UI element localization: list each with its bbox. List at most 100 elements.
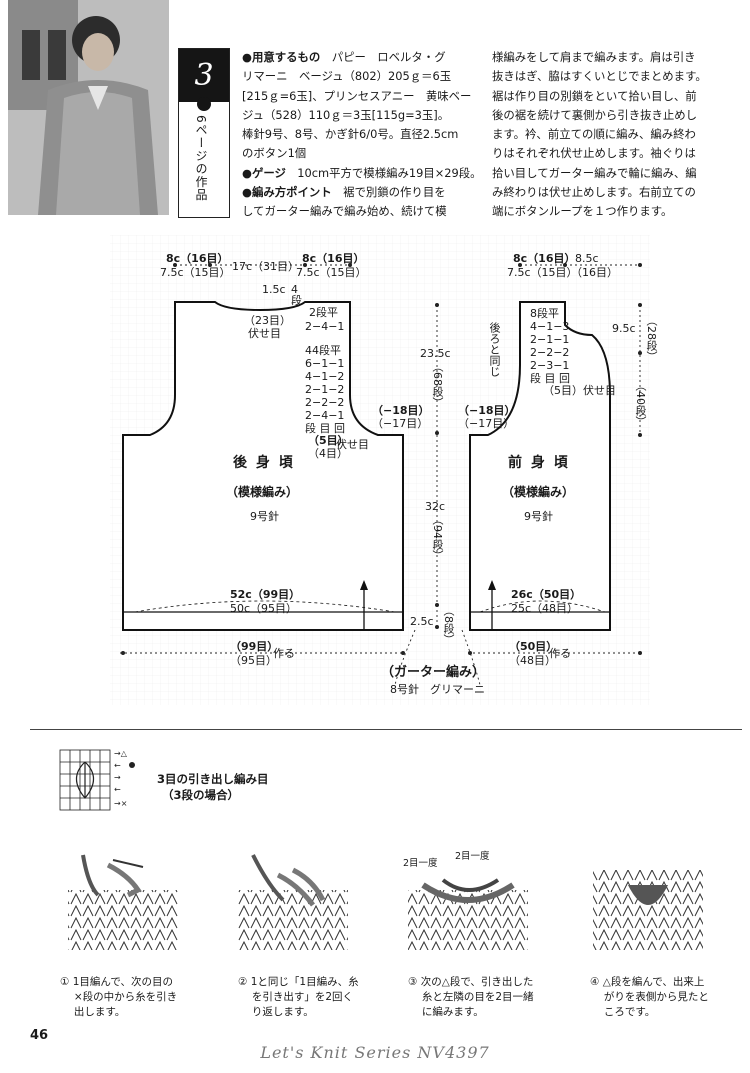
- step-caption-line: り返します。: [238, 1006, 314, 1018]
- step-caption: ④ △段を編んで、出来上 がりを表側から見たと ころです。: [590, 975, 709, 1020]
- instruction-text: リマーニ ベージュ（802）205ｇ＝6玉: [242, 69, 452, 84]
- back-shoulder-left-a: 8c（16目）: [166, 252, 229, 265]
- instruction-line: ●ゲージ 10cm平方で模様編み19目×29段。: [242, 164, 487, 183]
- instruction-line: ます。衿、前立ての順に編み、編み終わ: [492, 127, 696, 142]
- front-neck-step: 2−2−2: [530, 346, 570, 359]
- back-armhole-step: 2−1−2: [305, 383, 345, 396]
- svg-text:←: ←: [114, 785, 121, 794]
- svg-text:→: →: [114, 773, 121, 782]
- step-caption-line: ころです。: [590, 1006, 656, 1018]
- section-divider: [30, 729, 742, 730]
- step3-label-b: 2目一度: [455, 851, 490, 862]
- back-side-decrease-b: （−17目）: [372, 417, 429, 430]
- body-length: 32c: [425, 500, 446, 513]
- back-neck-width: 17c（31目）: [232, 260, 300, 273]
- instruction-line: 棒針9号、8号、かぎ針6/0号。直径2.5cm: [242, 125, 487, 144]
- instruction-line: ●用意するもの パピー ロベルタ・グ: [242, 48, 487, 67]
- vest-schematic: 8c（16目） 7.5c（15目） 17c（31目） 8c（16目） 7.5c（…: [0, 235, 750, 715]
- step-caption-line: ③ 次の△段で、引き出した: [408, 976, 534, 988]
- instruction-line: 裾は作り目の別鎖をといて拾い目し、前: [492, 88, 697, 103]
- back-side-decrease-a: （−18目）: [372, 404, 430, 417]
- back-piece-outline: [122, 301, 404, 631]
- instruction-line: 端にボタンループを１つ作ります。: [492, 204, 673, 219]
- front-cast-on-a: （50目）: [509, 640, 558, 653]
- front-shoulder-b: 7.5c（15目）: [507, 266, 578, 279]
- instruction-heading: ●ゲージ: [242, 165, 286, 180]
- instruction-text: 10cm平方で模様編み19目×29段。: [285, 165, 482, 180]
- back-neck-shaping-1: 2段平: [309, 306, 338, 319]
- front-piece-needle: 9号針: [524, 510, 553, 523]
- front-cast-on-label: 作る: [549, 647, 571, 660]
- front-piece-title: 前 身 頃: [508, 455, 570, 471]
- front-neck-depth: 9.5c: [612, 322, 636, 335]
- front-width-b: 25c（48目）: [511, 602, 579, 615]
- step-caption-line: ④ △段を編んで、出来上: [590, 976, 705, 988]
- instruction-text: のボタン1個: [242, 146, 307, 161]
- hem-depth: 2.5c: [410, 615, 434, 628]
- back-armhole-bindoff-count-b: （4目）: [308, 447, 348, 460]
- front-neck-width: 8.5c: [575, 252, 599, 265]
- instruction-line: ●編み方ポイント 裾で別鎖の作り目を: [242, 183, 487, 202]
- armhole-depth: 23.5c: [420, 347, 451, 360]
- back-neck-rows-unit: 段: [291, 294, 302, 307]
- back-cast-on-label: 作る: [273, 647, 295, 660]
- instruction-line: 拾い目してガーター編みで輪に編み、編: [492, 165, 697, 180]
- page-number: 46: [30, 1028, 49, 1043]
- instruction-heading: ●編み方ポイント: [242, 185, 332, 200]
- back-width-b: 50c（95目）: [230, 602, 298, 615]
- step-caption-line: ×段の中から糸を引き: [60, 991, 178, 1003]
- page-reference: 6ページの作品: [194, 115, 208, 202]
- step-caption-line: がりを表側から見たと: [590, 991, 709, 1003]
- front-neck-step: 2−3−1: [530, 359, 570, 372]
- back-armhole-step: 2−2−2: [305, 396, 345, 409]
- front-armhole-rows: （40段）: [634, 380, 647, 427]
- front-piece-outline: [469, 301, 611, 631]
- front-neck-bindoff: （5目）伏せ目: [543, 384, 616, 397]
- svg-text:←: ←: [114, 761, 121, 770]
- instruction-line: [215ｇ=6玉]、プリンセスアニー 黄味ベー: [242, 87, 487, 106]
- back-neck-rows: 4: [291, 283, 298, 296]
- instruction-line: み終わりは伏せ止めします。右前立ての: [492, 185, 696, 200]
- svg-text:→△: →△: [114, 749, 128, 758]
- pattern-number-badge: 3 6ページの作品: [178, 48, 230, 218]
- step-caption-line: 糸と左隣の目を2目一緒: [408, 991, 534, 1003]
- stitch-subtitle: （3段の場合）: [162, 788, 240, 802]
- front-shoulder-a: 8c（16目）: [513, 252, 576, 265]
- back-armhole-step: 6−1−1: [305, 357, 345, 370]
- front-neck-step: 4−1−3: [530, 320, 570, 333]
- step2-illustration: [238, 854, 348, 950]
- front-piece-pattern: （模様編み）: [502, 485, 575, 499]
- front-cast-on-b: （48目）: [509, 654, 556, 667]
- step3-label-a: 2目一度: [403, 858, 438, 869]
- body-rows: （94段）: [431, 514, 444, 561]
- instruction-text: パピー ロベルタ・グ: [320, 50, 446, 64]
- front-neck-rows: （28段）: [645, 315, 658, 362]
- front-same-as-back: 後ろと同じ: [488, 322, 501, 377]
- instructions-column-1: ●用意するもの パピー ロベルタ・グリマーニ ベージュ（802）205ｇ＝6玉 […: [242, 48, 487, 222]
- garter-title: （ガーター編み）: [381, 665, 486, 680]
- back-armhole-step: 段 目 回: [305, 422, 345, 435]
- instruction-text: 棒針9号、8号、かぎ針6/0号。直径2.5cm: [242, 127, 459, 142]
- step-caption: ② 1と同じ「1目編み、糸 を引き出す」を2回く り返します。: [238, 975, 359, 1020]
- instruction-line: 後の裾を続けて裏側から引き抜き止めし: [492, 107, 698, 122]
- instruction-line: 様編みをして肩まで編みます。肩は引き: [492, 50, 696, 64]
- instruction-line: りはそれぞれ伏せ止めします。袖ぐりは: [492, 146, 696, 161]
- instruction-text: ジュ（528）110ｇ＝3玉[115g=3玉]。: [242, 107, 450, 122]
- back-neck-depth: 1.5c: [262, 283, 286, 296]
- step-caption: ③ 次の△段で、引き出した 糸と左隣の目を2目一緒 に編みます。: [408, 975, 534, 1020]
- back-piece-needle: 9号針: [250, 510, 279, 523]
- front-neck-step: 段 目 回: [530, 372, 570, 385]
- back-piece-pattern: （模様編み）: [226, 485, 299, 499]
- model-photo: [8, 0, 169, 215]
- front-neck-step: 8段平: [530, 307, 559, 320]
- garter-needle: 8号針 グリマーニ: [390, 683, 485, 696]
- step-caption-line: ① 1目編んで、次の目の: [60, 976, 173, 988]
- series-footer: Let's Knit Series NV4397: [260, 1043, 490, 1062]
- stitch-chart: →△ ← → ← →×: [58, 748, 158, 818]
- back-neck-shaping-2: 2−4−1: [305, 320, 345, 333]
- armhole-rows: （68段）: [431, 361, 444, 408]
- back-cast-on-a: （99目）: [230, 640, 279, 653]
- instruction-line: 抜きはぎ、脇はすくいとじでまとめます。: [492, 69, 707, 84]
